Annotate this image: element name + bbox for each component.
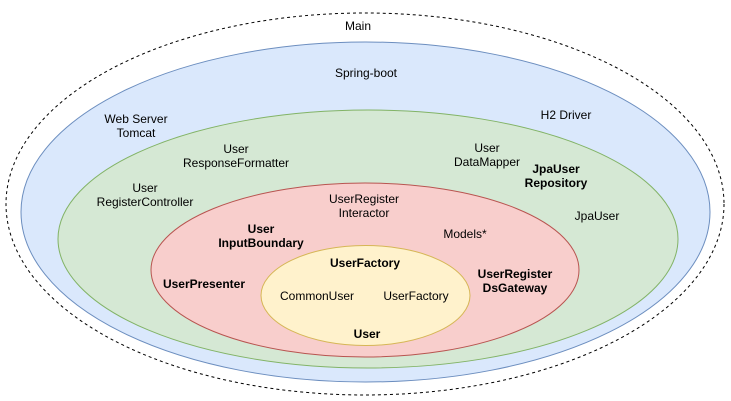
label-user-input-boundary: User InputBoundary [218, 222, 304, 250]
label-jpa-user: JpaUser [574, 209, 620, 223]
label-jpa-user-repository: JpaUser Repository [524, 162, 588, 190]
label-user-data-mapper: User DataMapper [453, 141, 521, 169]
label-main: Main [344, 19, 372, 33]
label-common-user: CommonUser [279, 289, 355, 303]
label-user-register-controller: User RegisterController [96, 181, 194, 209]
label-models: Models* [443, 227, 487, 241]
label-user-factory-boundary: UserFactory [329, 256, 401, 270]
label-user-register-ds-gateway: UserRegister DsGateway [477, 267, 553, 295]
label-web-server-tomcat: Web Server Tomcat [104, 112, 168, 140]
label-user-entity: User [353, 327, 381, 341]
label-user-response-formatter: User ResponseFormatter [182, 142, 290, 170]
label-user-factory: UserFactory [383, 289, 449, 303]
label-spring-boot: Spring-boot [334, 66, 398, 80]
ring-yellow-ellipse [260, 245, 471, 346]
label-h2-driver: H2 Driver [540, 108, 592, 122]
label-user-presenter: UserPresenter [162, 277, 246, 291]
label-user-register-interactor: UserRegister Interactor [328, 192, 400, 220]
